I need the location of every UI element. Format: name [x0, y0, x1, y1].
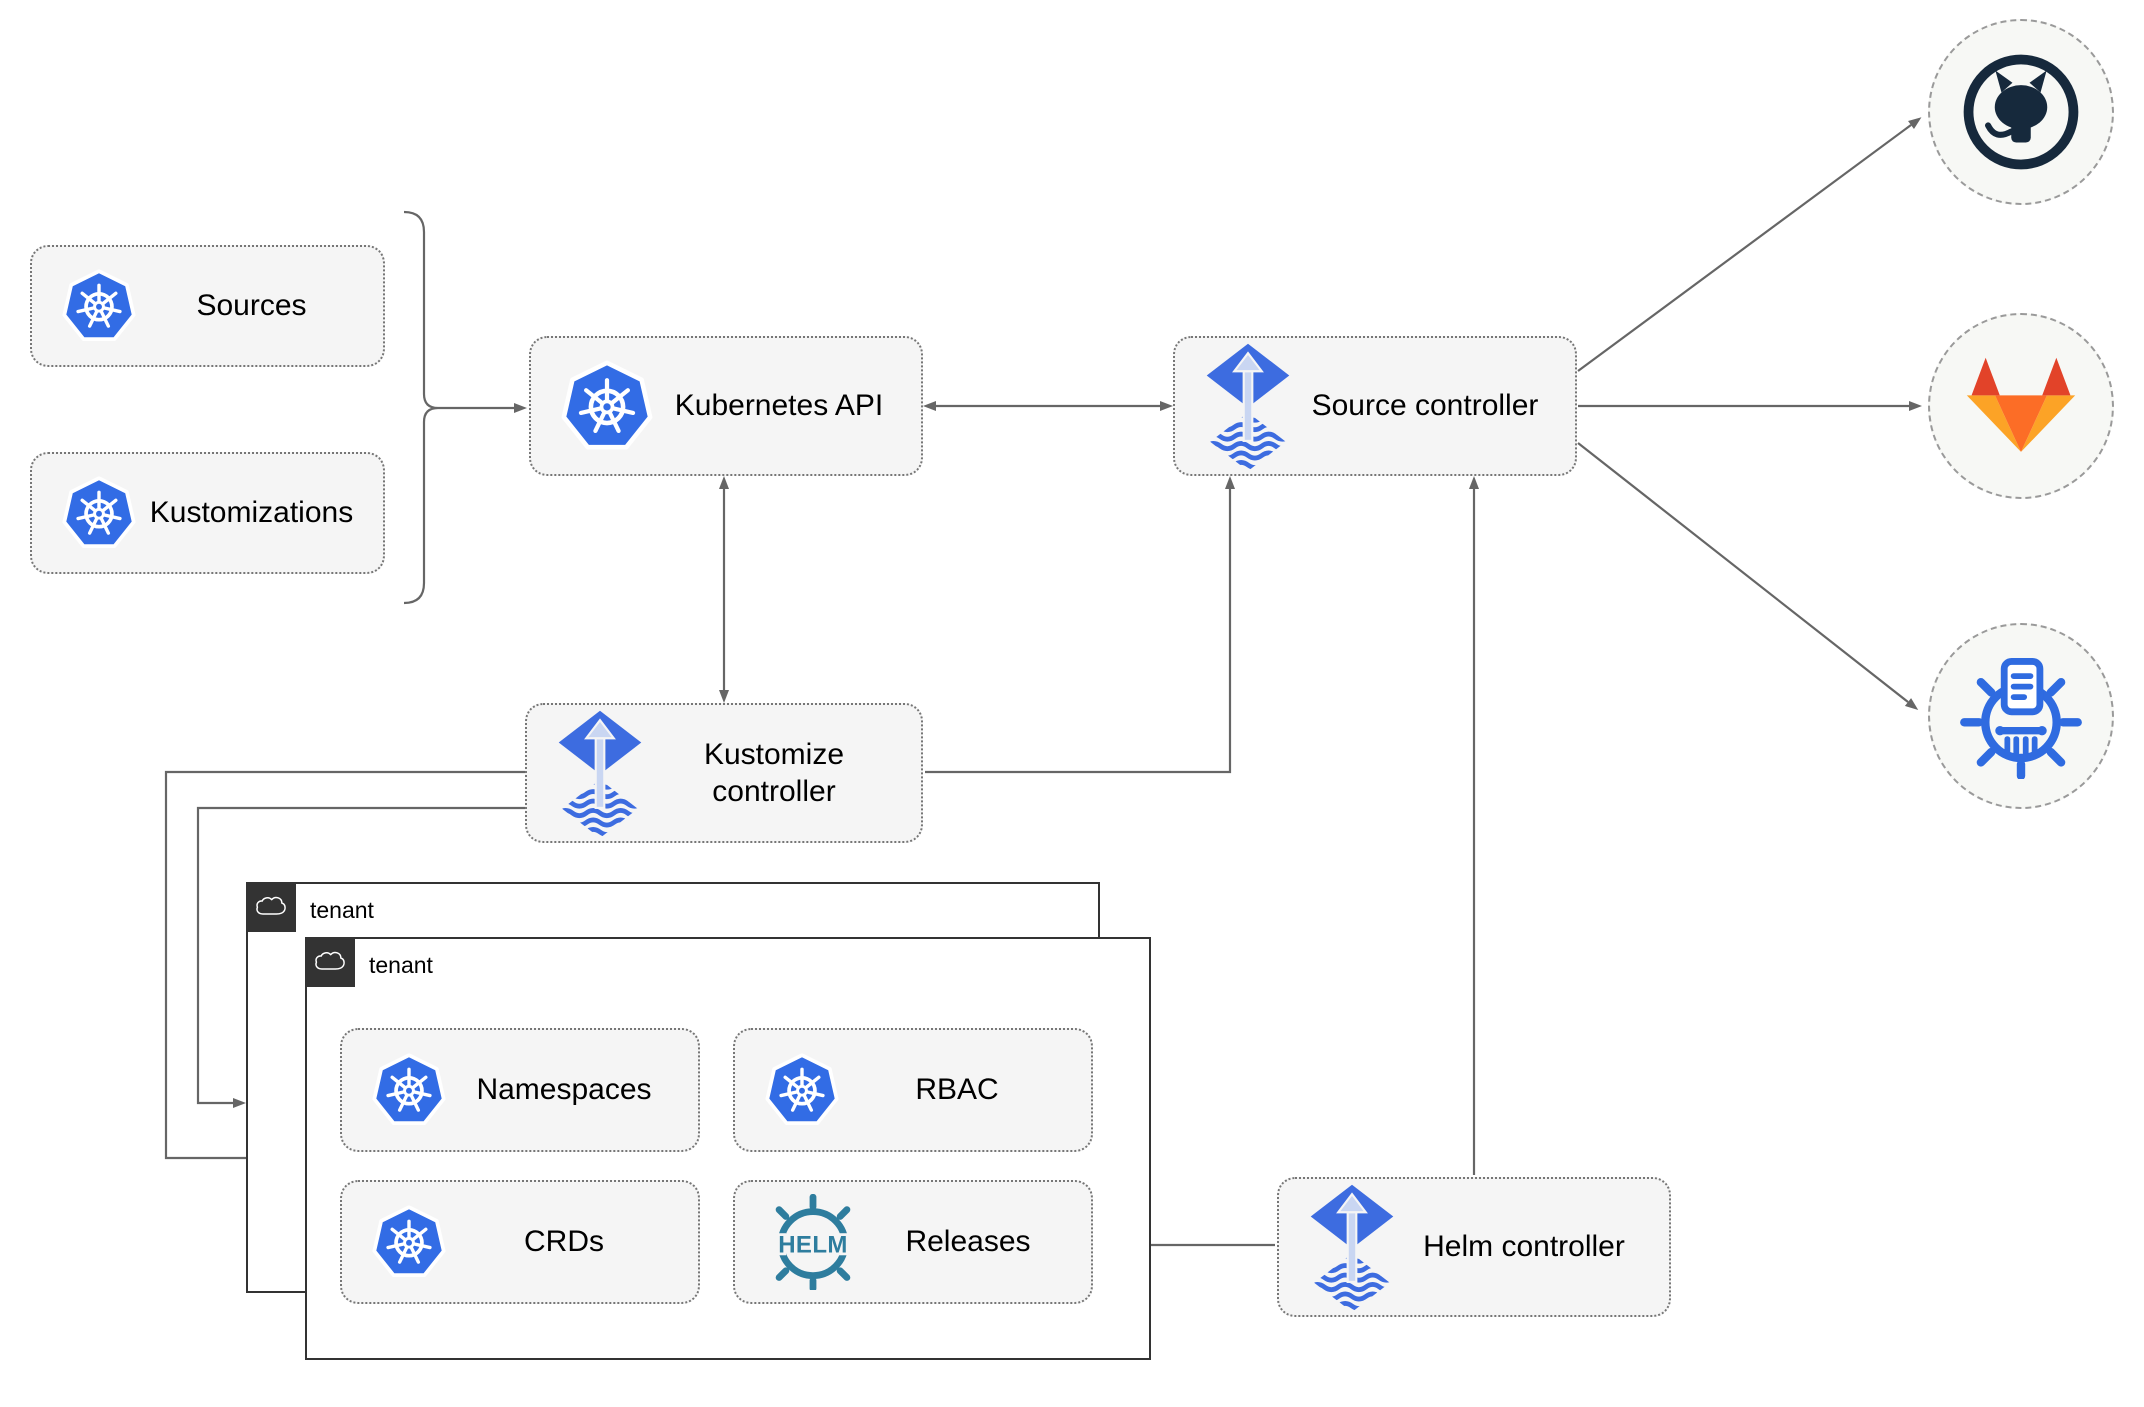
releases-label: Releases: [905, 1225, 1031, 1259]
tenant-outer-tab: [245, 881, 296, 932]
source-controller-label: Source controller: [1311, 389, 1539, 423]
tenant-inner-label: tenant: [369, 952, 433, 978]
chartmuseum-icon: [1958, 653, 2084, 779]
kubernetes-icon: [765, 1053, 839, 1127]
kustomize-controller-node: Kustomize controller: [525, 703, 923, 843]
arrow-source-controller-to-helm-repository: [1577, 442, 1919, 711]
gitlab-target: [1928, 313, 2114, 499]
group-brace: [403, 210, 439, 605]
helm-repository-target: [1928, 623, 2114, 809]
sources-node: Sources: [30, 245, 385, 367]
gitlab-icon: [1962, 353, 2080, 459]
kubernetes-icon: [62, 269, 136, 343]
kustomize-controller-label: Kustomize controller: [703, 737, 845, 809]
namespaces-node: Namespaces: [340, 1028, 700, 1152]
rbac-node: RBAC: [733, 1028, 1093, 1152]
kustomizations-node: Kustomizations: [30, 452, 385, 574]
helm-logo-text: HELM: [778, 1231, 848, 1258]
kubernetes-icon: [372, 1205, 446, 1279]
github-icon: [1960, 51, 2082, 173]
tenant-outer-label: tenant: [310, 897, 374, 923]
source-controller-node: Source controller: [1173, 336, 1577, 476]
arrow-kustomize-controller-to-source-controller: [925, 476, 1235, 774]
namespaces-label: Namespaces: [476, 1073, 652, 1107]
sources-label: Sources: [196, 289, 307, 323]
kubernetes-icon: [372, 1053, 446, 1127]
kubernetes-icon: [561, 360, 653, 452]
arrow-kustomize-controller-to-tenant-inner: [164, 770, 527, 1163]
arrow-kustomize-controller-to-tenant-outer: [196, 806, 527, 1108]
rbac-label: RBAC: [915, 1073, 999, 1107]
helm-controller-node: Helm controller: [1277, 1177, 1671, 1317]
kubernetes-api-node: Kubernetes API: [529, 336, 923, 476]
crds-label: CRDs: [524, 1225, 604, 1259]
helm-icon: HELM: [775, 1194, 861, 1290]
crds-node: CRDs: [340, 1180, 700, 1304]
kubernetes-api-label: Kubernetes API: [674, 389, 884, 423]
arrow-source-controller-to-github: [1577, 117, 1922, 372]
github-target: [1928, 19, 2114, 205]
kustomizations-label: Kustomizations: [149, 496, 354, 530]
cloud-icon: [313, 950, 347, 973]
flux-icon: [557, 709, 643, 838]
releases-node: HELM Releases: [733, 1180, 1093, 1304]
tenant-inner-tab: [304, 936, 355, 987]
flux-icon: [1309, 1183, 1395, 1312]
cloud-icon: [254, 895, 288, 918]
kubernetes-icon: [62, 476, 136, 550]
flux-icon: [1205, 342, 1291, 471]
helm-controller-label: Helm controller: [1423, 1230, 1625, 1264]
